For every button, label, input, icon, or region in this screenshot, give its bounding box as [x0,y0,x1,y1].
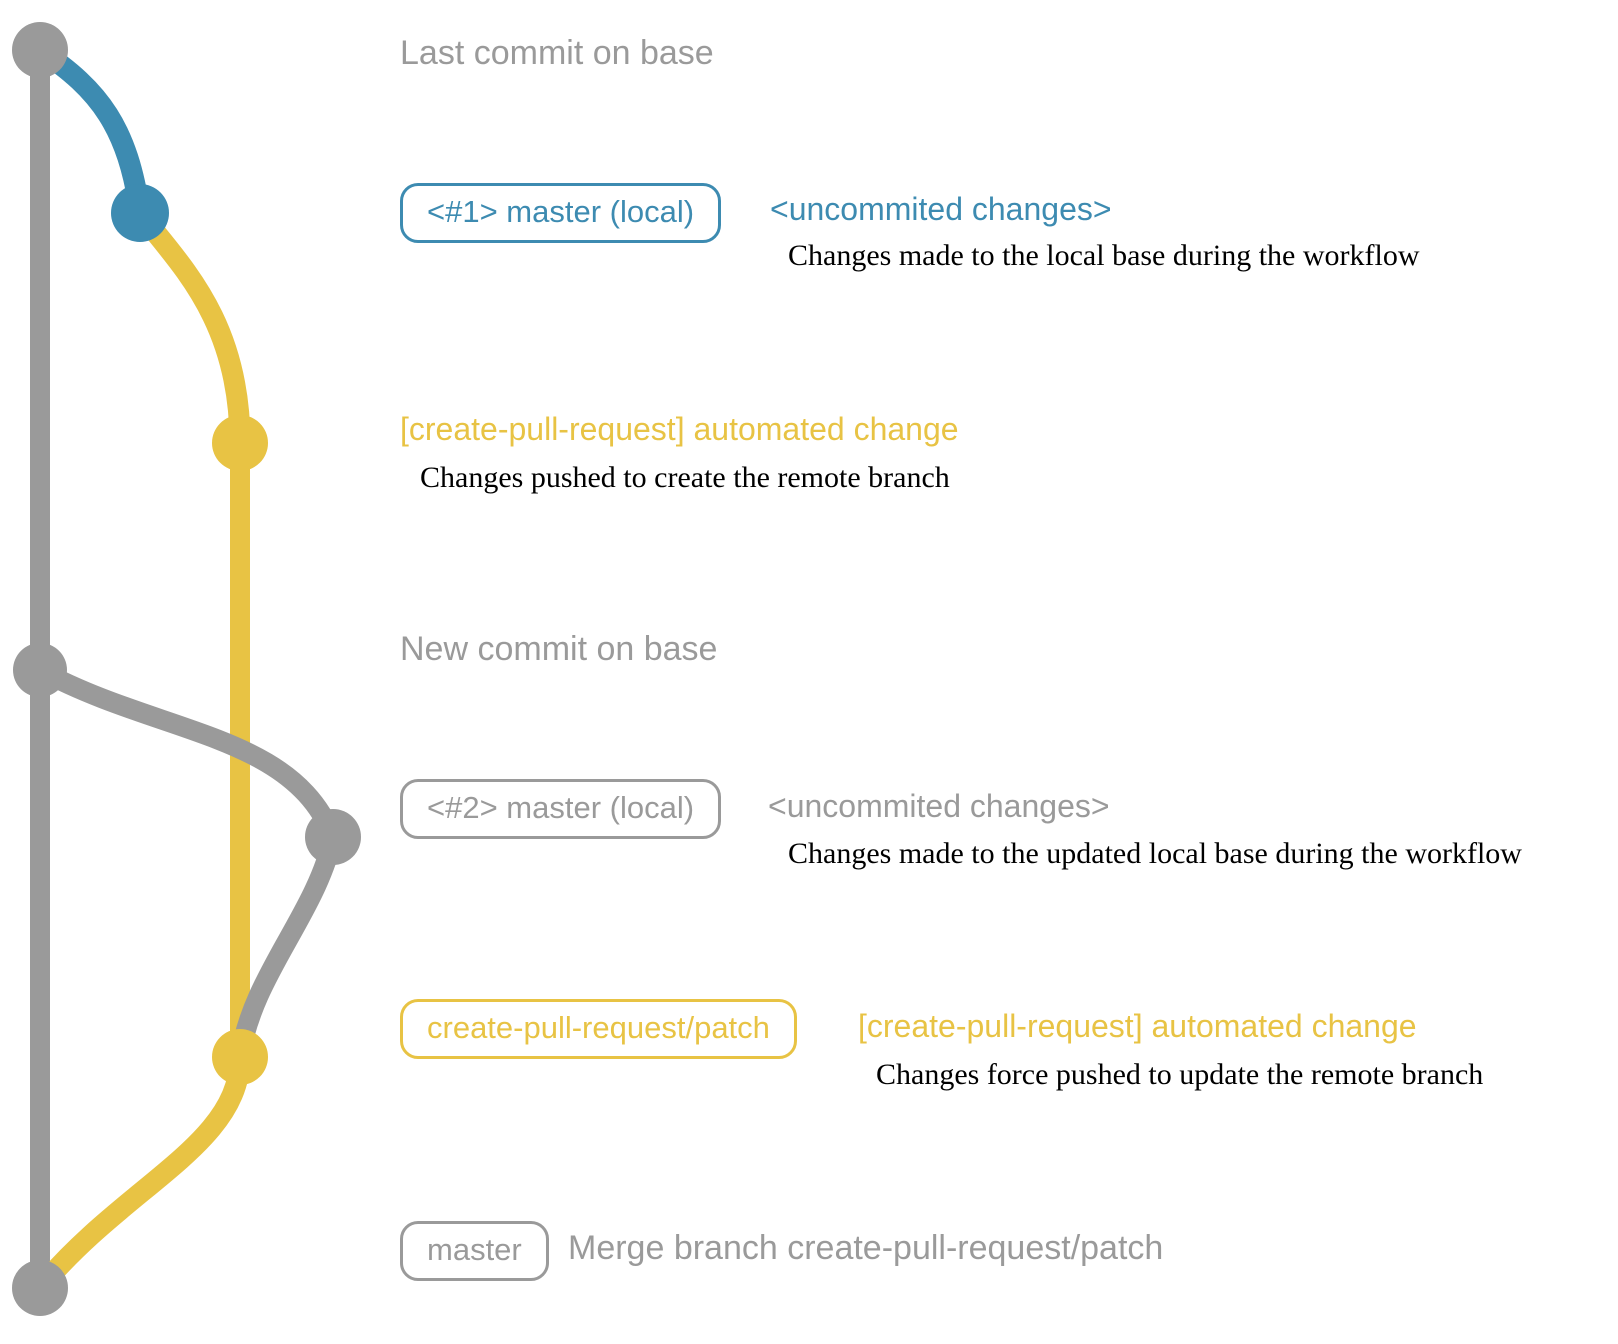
commit-dot-new-commit-on-base [13,643,67,697]
commit-message-2: <uncommited changes> [768,788,1110,824]
label-last-commit-on-base: Last commit on base [400,34,714,72]
commit-description-1: Changes made to the local base during th… [788,239,1420,272]
branch-tag-master: master [400,1221,549,1281]
commit-description-2: Changes made to the updated local base d… [788,837,1522,870]
commit-description-push-2: Changes force pushed to update the remot… [876,1058,1484,1091]
commit-description-push-1: Changes pushed to create the remote bran… [420,461,950,494]
commit-dot-commit-1 [111,184,169,242]
branch-tag-create-pull-request-patch: create-pull-request/patch [400,999,797,1059]
patch-branch-curve-1 [129,202,251,454]
commit-message-push-1: [create-pull-request] automated change [400,411,959,447]
label-merge-branch: Merge branch create-pull-request/patch [568,1229,1164,1267]
commit-message-1: <uncommited changes> [770,191,1112,227]
commit-message-push-2: [create-pull-request] automated change [858,1008,1417,1044]
commit-dot-merge [12,1260,68,1316]
commit-dot-last-commit-on-base [12,22,68,78]
master-local-branch-curve-2 [30,660,343,847]
branch-tag-master-local-1: <#1> master (local) [400,183,722,243]
master-local-to-patch-curve [230,827,343,1067]
patch-branch-merge-curve [29,1046,251,1299]
branch-tag-master-local-2: <#2> master (local) [400,779,722,839]
commit-dot-commit-2 [305,809,361,865]
commit-dot-push-2 [212,1029,268,1085]
commit-dot-push-1 [212,415,268,471]
label-new-commit-on-base: New commit on base [400,630,718,668]
